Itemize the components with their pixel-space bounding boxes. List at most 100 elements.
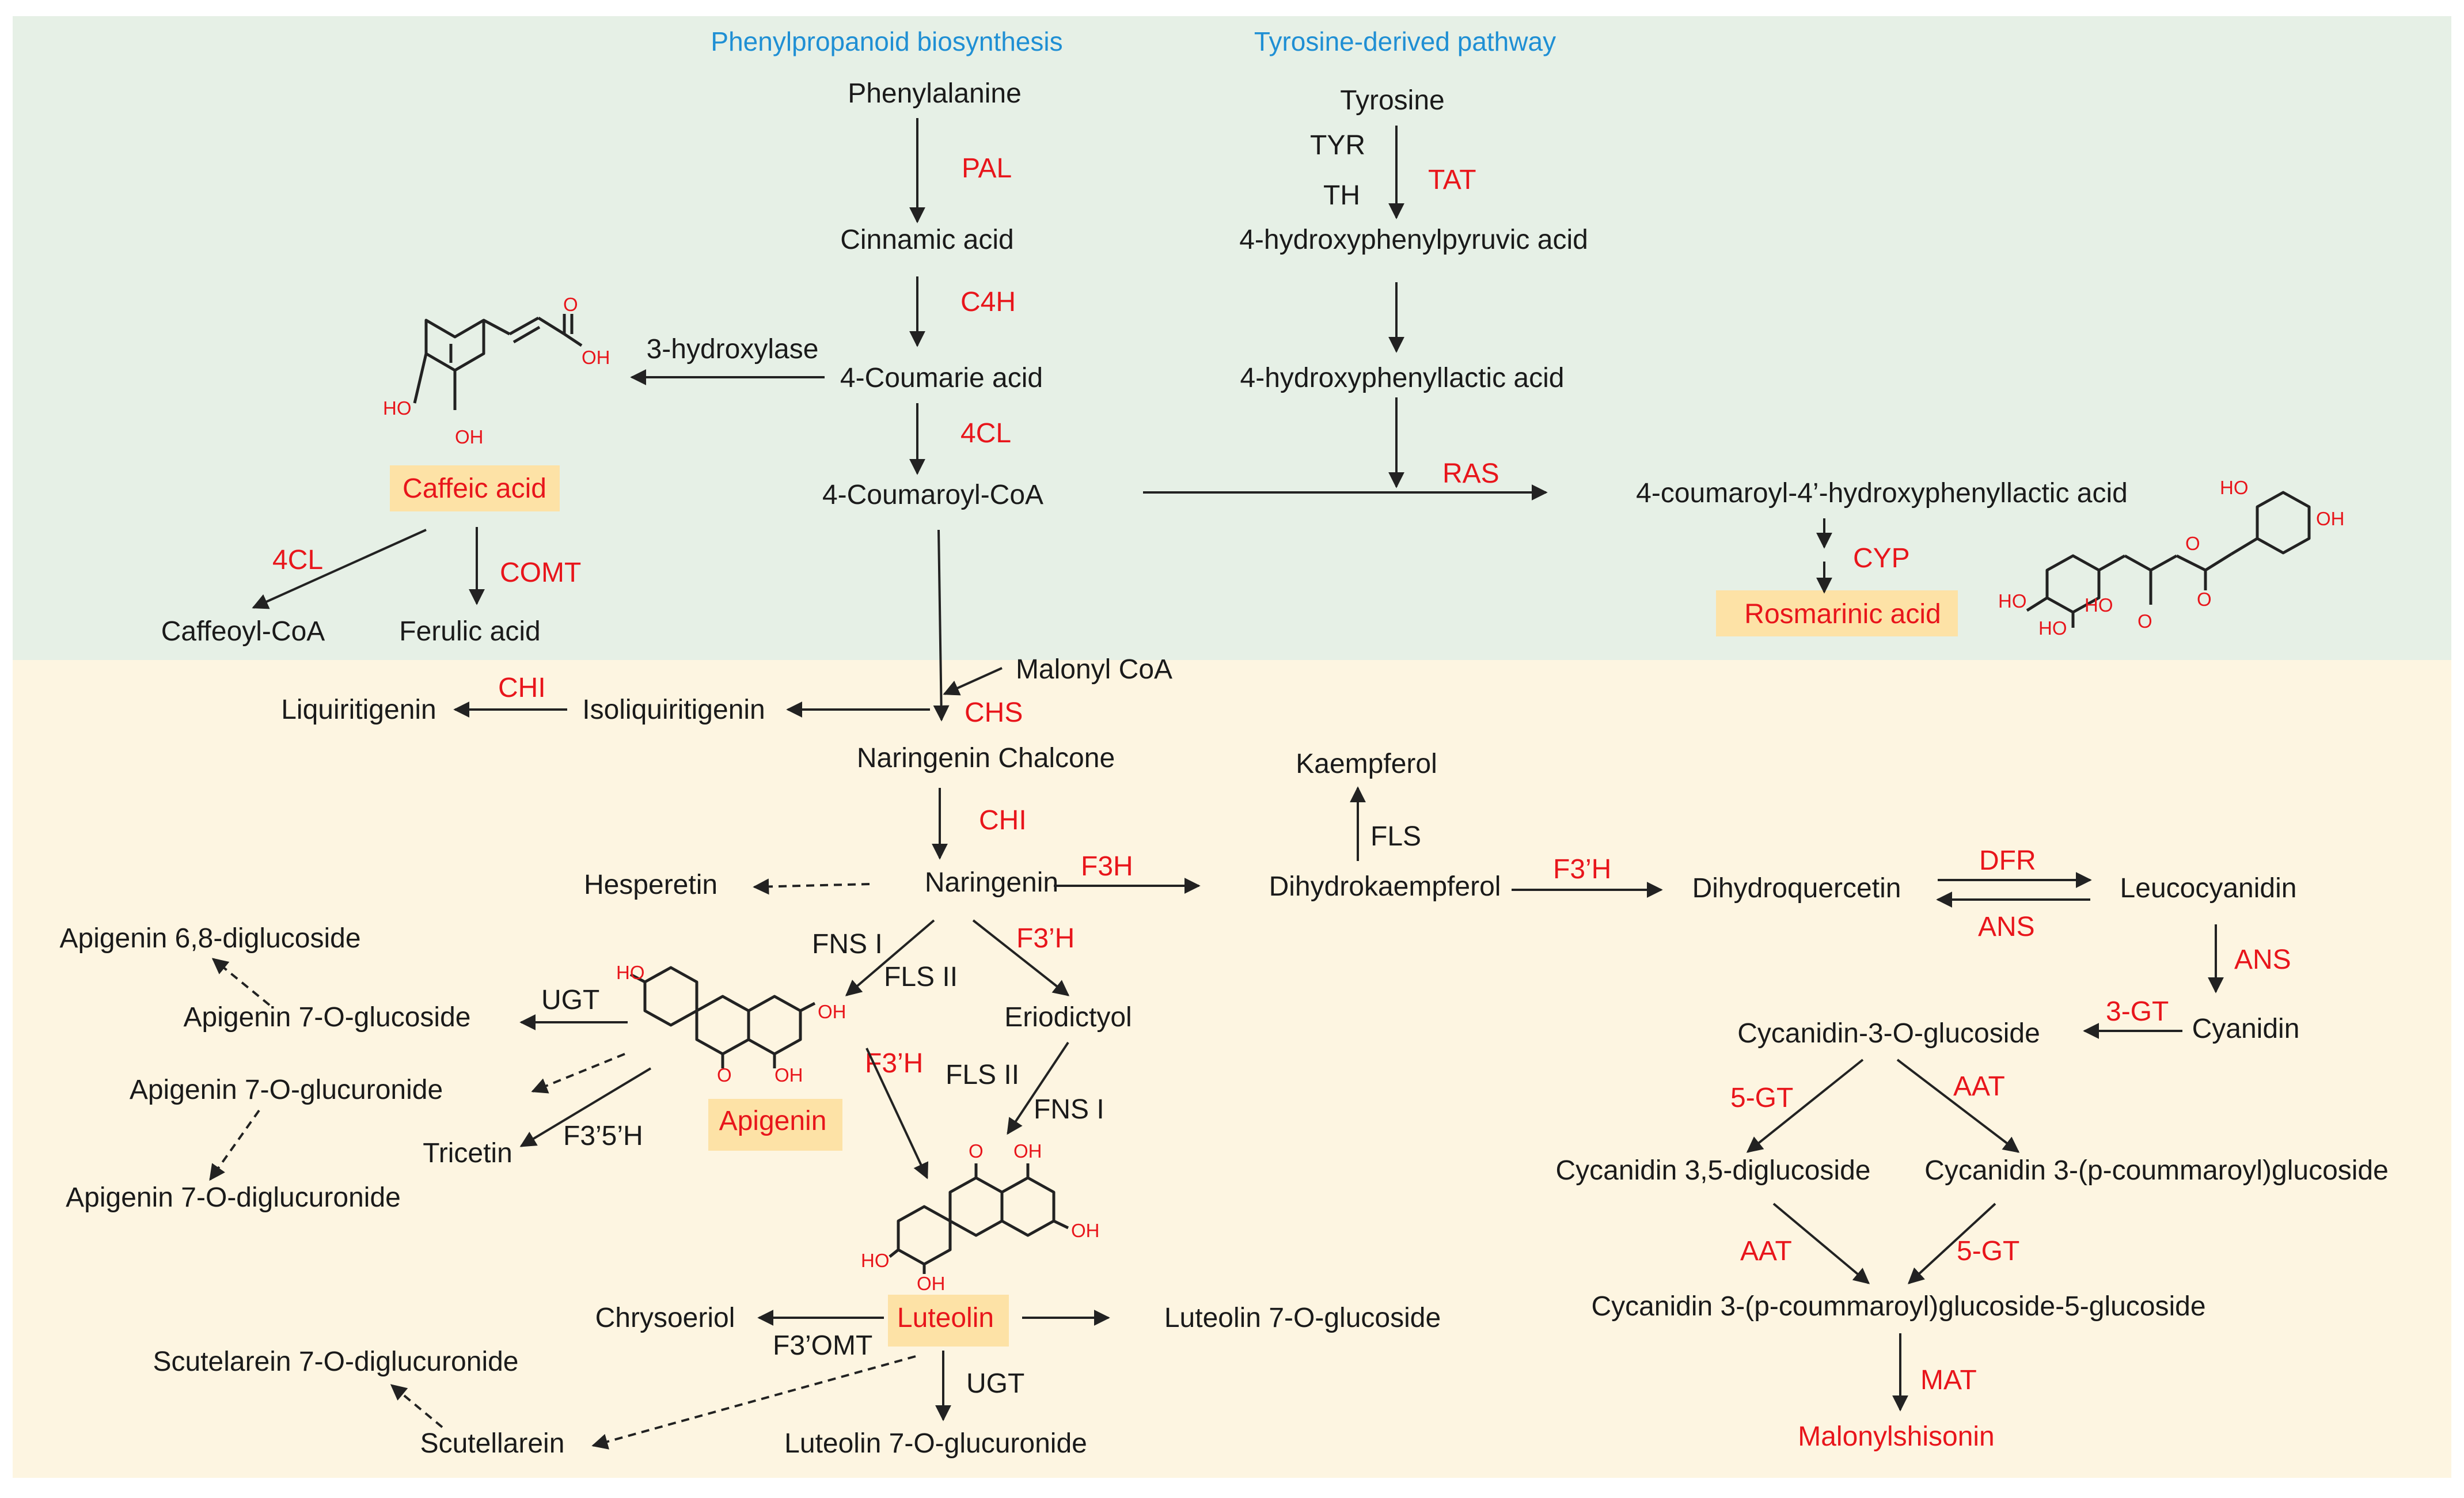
enzyme-cyp: CYP bbox=[1853, 543, 1910, 574]
arrow-api7ogu-api7odg bbox=[209, 1109, 260, 1181]
arrow-c3og-c3p bbox=[1896, 1059, 2020, 1153]
enzyme-5-gt-b: 5-GT bbox=[1957, 1236, 2019, 1266]
upper-panel bbox=[13, 16, 2451, 660]
compound-naringenin: Naringenin bbox=[925, 867, 1058, 898]
caffeic-label-o: O bbox=[563, 294, 578, 315]
rosmarinic-label-ho-left: HO bbox=[1998, 590, 2027, 612]
label-3-hydroxylase: 3-hydroxylase bbox=[647, 334, 819, 365]
compound-ferulic-acid: Ferulic acid bbox=[399, 616, 540, 647]
compound-luteolin-7-o-glucuronide: Luteolin 7-O-glucuronide bbox=[784, 1428, 1087, 1459]
arrow-apigenin-luteolin bbox=[865, 1048, 929, 1180]
enzyme-comt: COMT bbox=[500, 558, 581, 588]
enzyme-aat-a: AAT bbox=[1953, 1071, 2005, 1102]
rosmarinic-label-oh-top: OH bbox=[2316, 508, 2345, 529]
apigenin-highlight bbox=[708, 1099, 842, 1151]
compound-caffeoyl-coa: Caffeoyl-CoA bbox=[161, 616, 325, 647]
enzyme-f3ph-naringenin: F3’H bbox=[1016, 923, 1075, 954]
label-ugt-apigenin: UGT bbox=[541, 985, 599, 1015]
compound-dihydrokaempferol: Dihydrokaempferol bbox=[1269, 871, 1501, 902]
luteolin-label-ho: HO bbox=[861, 1250, 890, 1271]
rosmarinic-label-o-ester: O bbox=[2185, 533, 2200, 554]
enzyme-tat: TAT bbox=[1428, 165, 1476, 195]
enzyme-ans-back: ANS bbox=[1978, 912, 2035, 942]
luteolin-label-oh-right: OH bbox=[1071, 1220, 1100, 1241]
luteolin-highlight bbox=[888, 1295, 1009, 1347]
compound-cyanidin-3-p-coumaroylglucoside: Cycanidin 3-(p-coummaroyl)glucoside bbox=[1924, 1155, 2389, 1186]
rosmarinic-label-o-carbonyl: O bbox=[2197, 589, 2212, 610]
caffeic-acid-structure: O OH HO OH bbox=[383, 294, 610, 447]
compound-apigenin: Apigenin bbox=[719, 1106, 827, 1136]
arrow-malonyl-chs bbox=[943, 667, 1003, 696]
label-fns-i-a: FNS I bbox=[812, 929, 883, 960]
luteolin-structure: O OH OH HO OH bbox=[861, 1140, 1100, 1294]
arrow-apigenin-tricetin bbox=[519, 1067, 652, 1147]
luteolin-label-oh-bottom: OH bbox=[917, 1273, 946, 1294]
arrow-scutellarein-scut7odg bbox=[390, 1384, 443, 1428]
caffeic-highlight bbox=[390, 465, 560, 511]
enzyme-ans: ANS bbox=[2234, 945, 2291, 975]
arrow-eriodictyol-luteolin bbox=[1007, 1041, 1069, 1135]
arrow-naringenin-hesperetin bbox=[753, 878, 870, 895]
apigenin-label-oh-bottom: OH bbox=[774, 1064, 803, 1086]
rosmarinic-label-o-acid: O bbox=[2138, 610, 2152, 632]
arrow-caffeic-caffeoylcoa bbox=[252, 529, 427, 609]
compound-malonyl-coa: Malonyl CoA bbox=[1016, 654, 1172, 685]
arrow-coa-chs bbox=[933, 529, 950, 722]
rosmarinic-label-ho-acid: HO bbox=[2085, 594, 2113, 616]
label-th: TH bbox=[1323, 180, 1360, 211]
compound-apigenin-68-diglucoside: Apigenin 6,8-diglucoside bbox=[59, 923, 360, 954]
compound-cyanidin-3-p-coumaroylglucoside-5-glucoside: Cycanidin 3-(p-coummaroyl)glucoside-5-gl… bbox=[1591, 1291, 2205, 1322]
apigenin-label-o: O bbox=[717, 1064, 732, 1086]
enzyme-4cl-main: 4CL bbox=[960, 418, 1011, 449]
compound-tricetin: Tricetin bbox=[423, 1138, 512, 1169]
compound-rosmarinic-acid: Rosmarinic acid bbox=[1744, 599, 1941, 629]
arrow-apigenin-api7ogu bbox=[531, 1053, 625, 1094]
compound-isoliquiritigenin: Isoliquiritigenin bbox=[582, 695, 765, 725]
compound-tyrosine: Tyrosine bbox=[1340, 85, 1444, 116]
enzyme-f3ph-dihydrokaempferol: F3’H bbox=[1553, 854, 1611, 885]
label-f35h: F3’5’H bbox=[563, 1121, 643, 1151]
compound-hesperetin: Hesperetin bbox=[584, 870, 717, 900]
arrow-c3og-c35 bbox=[1746, 1059, 1864, 1153]
label-f3omt: F3’OMT bbox=[773, 1330, 872, 1361]
compound-eriodictyol: Eriodictyol bbox=[1004, 1002, 1132, 1033]
compound-scutelarein-7-o-diglucuronide: Scutelarein 7-O-diglucuronide bbox=[153, 1347, 518, 1377]
apigenin-structure: HO OH OH O bbox=[616, 962, 846, 1086]
heading-phenylpropanoid: Phenylpropanoid biosynthesis bbox=[711, 26, 1062, 56]
caffeic-label-oh-carboxyl: OH bbox=[582, 347, 610, 368]
compound-cyanidin: Cyanidin bbox=[2192, 1014, 2300, 1044]
enzyme-aat-b: AAT bbox=[1740, 1236, 1792, 1266]
heading-tyrosine: Tyrosine-derived pathway bbox=[1254, 26, 1556, 56]
compound-cinnamic-acid: Cinnamic acid bbox=[840, 225, 1013, 255]
compound-kaempferol: Kaempferol bbox=[1296, 749, 1437, 779]
label-fls: FLS bbox=[1370, 821, 1421, 852]
enzyme-f3h: F3H bbox=[1081, 851, 1133, 882]
compound-malonylshisonin: Malonylshisonin bbox=[1798, 1421, 1995, 1452]
enzyme-chs: CHS bbox=[965, 697, 1023, 728]
enzyme-mat: MAT bbox=[1920, 1365, 1977, 1395]
compound-luteolin-7-o-glucoside: Luteolin 7-O-glucoside bbox=[1164, 1303, 1441, 1333]
arrow-c3p-c3p5 bbox=[1907, 1203, 1996, 1284]
compound-apigenin-7-o-diglucuronide: Apigenin 7-O-diglucuronide bbox=[66, 1182, 401, 1213]
label-tyr: TYR bbox=[1310, 130, 1365, 161]
enzyme-4cl-caffeic: 4CL bbox=[272, 545, 323, 575]
arrow-luteolin-scutellarein bbox=[591, 1355, 916, 1450]
apigenin-label-ho: HO bbox=[616, 962, 645, 983]
label-fns-i-b: FNS I bbox=[1034, 1094, 1104, 1125]
label-ugt-luteolin: UGT bbox=[966, 1368, 1024, 1399]
compound-naringenin-chalcone: Naringenin Chalcone bbox=[857, 743, 1115, 773]
compound-apigenin-7-o-glucoside: Apigenin 7-O-glucoside bbox=[184, 1002, 471, 1033]
enzyme-5-gt-a: 5-GT bbox=[1730, 1083, 1793, 1113]
rosmarinic-label-ho-bottom: HO bbox=[2038, 617, 2067, 639]
compound-liquiritigenin: Liquiritigenin bbox=[281, 695, 436, 725]
caffeic-label-oh-ring: OH bbox=[455, 426, 484, 447]
enzyme-3-gt: 3-GT bbox=[2106, 996, 2169, 1027]
compound-cyanidin-3-o-glucoside: Cycanidin-3-O-glucoside bbox=[1737, 1018, 2040, 1049]
enzyme-chi: CHI bbox=[979, 805, 1027, 836]
compound-luteolin: Luteolin bbox=[897, 1303, 994, 1333]
compound-coumaroyl-coa: 4-Coumaroyl-CoA bbox=[822, 480, 1043, 510]
caffeic-label-ho: HO bbox=[383, 397, 412, 419]
arrow-naringenin-eriodictyol bbox=[972, 919, 1070, 996]
enzyme-c4h: C4H bbox=[960, 287, 1016, 317]
